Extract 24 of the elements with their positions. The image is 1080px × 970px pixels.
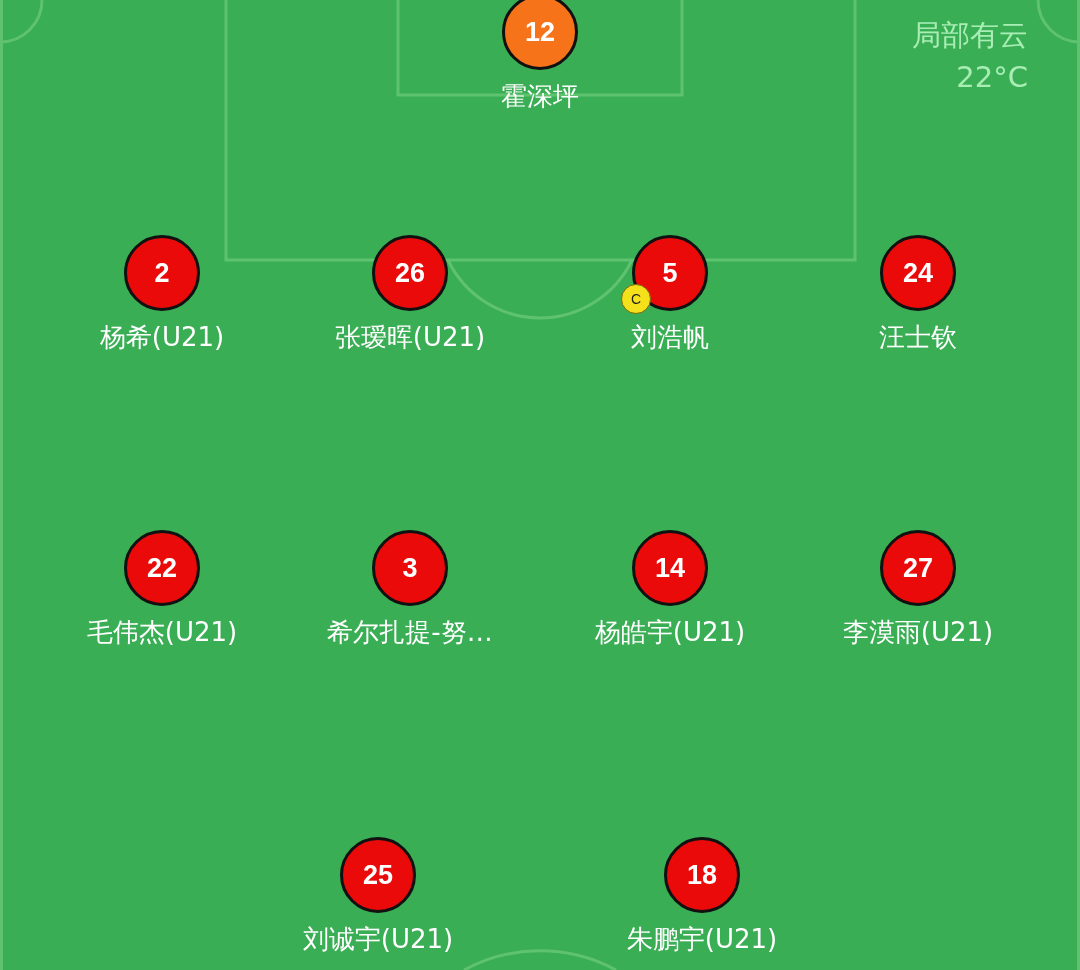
captain-badge: C	[621, 284, 651, 314]
weather-text: 局部有云	[912, 17, 1028, 53]
player-circle: 14	[632, 530, 708, 606]
player-circle: 18	[664, 837, 740, 913]
player-circle: 27	[880, 530, 956, 606]
player-circle: 22	[124, 530, 200, 606]
player-name: 希尔扎提-努…	[327, 617, 493, 647]
player-name: 张瑷晖(U21)	[334, 322, 486, 352]
player-circle: 25	[340, 837, 416, 913]
player-circle: 2	[124, 235, 200, 311]
player-name: 毛伟杰(U21)	[86, 617, 238, 647]
player-circle: 26	[372, 235, 448, 311]
player-circle: 3	[372, 530, 448, 606]
player-name: 李漠雨(U21)	[842, 617, 994, 647]
player-circle: 12	[502, 0, 578, 70]
temperature-text: 22°C	[956, 59, 1028, 95]
player-circle: 24	[880, 235, 956, 311]
player-name: 刘浩帆	[631, 322, 709, 352]
player-name: 汪士钦	[879, 322, 957, 352]
player-name: 霍深坪	[501, 81, 579, 111]
player-name: 朱鹏宇(U21)	[626, 924, 778, 954]
player-name: 杨皓宇(U21)	[594, 617, 746, 647]
player-name: 杨希(U21)	[99, 322, 225, 352]
player-name: 刘诚宇(U21)	[302, 924, 454, 954]
